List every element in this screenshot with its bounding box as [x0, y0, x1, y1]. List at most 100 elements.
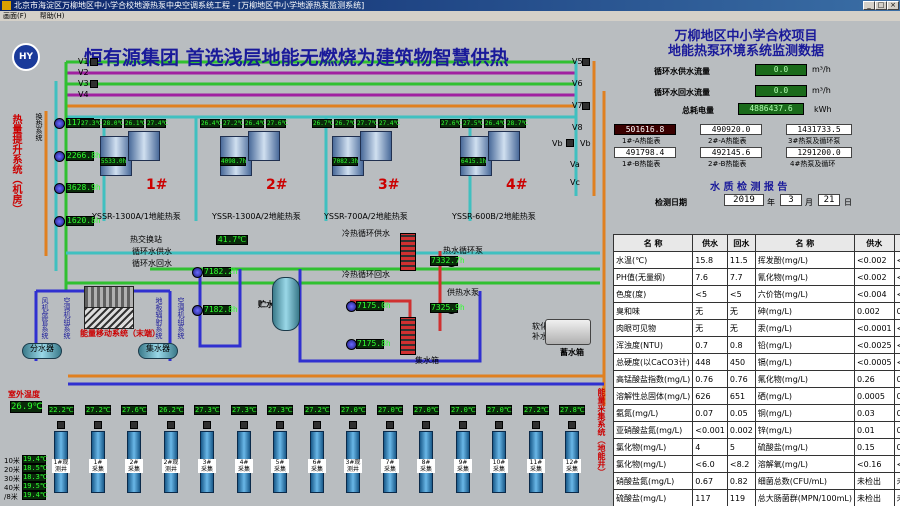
table-cell-name: 氨氮(mg/L): [612, 404, 694, 422]
table-cell-value: <6.0: [692, 455, 728, 473]
well-valve[interactable]: [495, 421, 503, 429]
report-year: 2019: [724, 194, 764, 206]
well-valve[interactable]: [57, 421, 65, 429]
well-valve[interactable]: [94, 421, 102, 429]
well-temp-value: 27.3℃: [194, 405, 220, 415]
table-cell-name: 铜(mg/L): [754, 404, 855, 422]
table-cell-value: 未检出: [893, 472, 900, 490]
cooling-tower-unit: [84, 286, 134, 308]
lift-system-label: 热量提升系统（机房）: [10, 114, 21, 214]
valve-vb[interactable]: [566, 139, 574, 147]
table-cell-value: 7.6: [692, 268, 728, 286]
well-valve[interactable]: [130, 421, 138, 429]
table-cell-value: <0.0001: [893, 319, 900, 337]
well-valve[interactable]: [532, 421, 540, 429]
power-unit: kWh: [814, 105, 832, 114]
heat-pump-top-unit[interactable]: [128, 131, 160, 161]
energy-move-label: 能量移动系统（末端）: [80, 329, 160, 338]
depth-label: 40米: [4, 484, 20, 492]
project-title-line1: 万柳地区中小学合校项目: [674, 29, 818, 44]
pump-mid-b[interactable]: [192, 305, 203, 316]
heat-pump-temp-readout: 27.7℃: [356, 119, 379, 128]
menu-item-help[interactable]: 帮助(H): [39, 12, 65, 20]
well-valve[interactable]: [386, 421, 394, 429]
well-name: 12# 采集: [563, 459, 581, 473]
table-cell-value: <8.2: [726, 455, 756, 473]
meter-1a-value: 501616.8: [614, 124, 676, 135]
well-name: 9# 采集: [454, 459, 472, 473]
well-valve[interactable]: [422, 421, 430, 429]
well-valve[interactable]: [459, 421, 467, 429]
table-header: 供水: [853, 234, 895, 252]
table-cell-name: 铅(mg/L): [754, 336, 855, 354]
valve-v1[interactable]: [90, 58, 98, 66]
heat-pump-name: YSSR-700A/2地能热泵: [324, 212, 408, 221]
table-cell-name: 臭和味: [612, 302, 694, 320]
table-cell-value: <0.0001: [853, 319, 895, 337]
meter-1b-label: 1#-B热能表: [622, 160, 661, 168]
well-temp-value: 27.2℃: [304, 405, 330, 415]
well-valve[interactable]: [276, 421, 284, 429]
valve-v3[interactable]: [90, 80, 98, 88]
table-cell-name: 氯化物(mg/L): [612, 438, 694, 456]
minimize-button[interactable]: _: [863, 1, 875, 10]
table-cell-value: 无: [726, 302, 756, 320]
well-valve[interactable]: [349, 421, 357, 429]
heat-pump-unit[interactable]: [220, 136, 252, 176]
table-cell-name: PH值(无量纲): [612, 268, 694, 286]
pump-left-1[interactable]: [54, 118, 65, 129]
table-cell-value: 0.26: [853, 370, 895, 388]
depth-label: /8米: [4, 493, 18, 501]
supply-water-tank-label: 集水箱: [415, 356, 439, 365]
heat-pump-top-unit[interactable]: [488, 131, 520, 161]
heat-pump-number: 3#: [378, 177, 400, 193]
table-cell-name: 硫酸盐(mg/L): [754, 438, 855, 456]
valve-v7[interactable]: [582, 102, 590, 110]
heat-pump-hours: 4098.7h: [220, 157, 247, 166]
table-cell-value: 626: [692, 387, 728, 405]
outdoor-temp-label: 室外温度: [8, 390, 40, 399]
table-cell-value: 0.03: [893, 404, 900, 422]
heat-pump-unit[interactable]: [460, 136, 492, 176]
well-valve[interactable]: [203, 421, 211, 429]
table-cell-value: <0.001: [893, 268, 900, 286]
well-valve[interactable]: [313, 421, 321, 429]
well-valve[interactable]: [167, 421, 175, 429]
well-temp-value: 22.2℃: [48, 405, 74, 415]
table-cell-name: 水温(℃): [612, 251, 694, 269]
menu-item-screen[interactable]: 画面(F): [3, 12, 27, 20]
well-name: 7# 采集: [381, 459, 399, 473]
company-logo: HY: [12, 43, 40, 71]
well-name: 10# 采集: [490, 459, 508, 473]
pump-left-4[interactable]: [54, 216, 65, 227]
table-cell-value: 15.8: [692, 251, 728, 269]
heat-pump-temp-readout: 27.4℃: [378, 119, 401, 128]
table-header: 名 称: [612, 234, 694, 252]
heat-pump-top-unit[interactable]: [360, 131, 392, 161]
heat-pump-top-unit[interactable]: [248, 131, 280, 161]
softener-label: 软化水: [532, 322, 556, 331]
table-cell-value: <0.0005: [893, 353, 900, 371]
close-button[interactable]: ×: [887, 1, 899, 10]
transfer-station-label: 热交换站: [130, 235, 162, 244]
report-day: 21: [818, 194, 840, 206]
pump-left-3[interactable]: [54, 183, 65, 194]
well-name: 2#观测井: [162, 459, 180, 473]
table-cell-value: <5: [692, 285, 728, 303]
well-valve[interactable]: [240, 421, 248, 429]
storage-label: 蓄水箱: [560, 348, 584, 357]
well-valve[interactable]: [568, 421, 576, 429]
report-day-unit: 日: [844, 198, 852, 207]
table-header: 名 称: [754, 234, 855, 252]
pump-mid-a[interactable]: [192, 267, 203, 278]
maximize-button[interactable]: □: [875, 1, 887, 10]
pump-left-2[interactable]: [54, 151, 65, 162]
power-label: 总耗电量: [682, 106, 714, 115]
valve-v5[interactable]: [582, 58, 590, 66]
table-cell-name: 硫酸盐(mg/L): [612, 489, 694, 506]
well-name: 8# 采集: [417, 459, 435, 473]
report-date-label: 检测日期: [655, 198, 687, 207]
